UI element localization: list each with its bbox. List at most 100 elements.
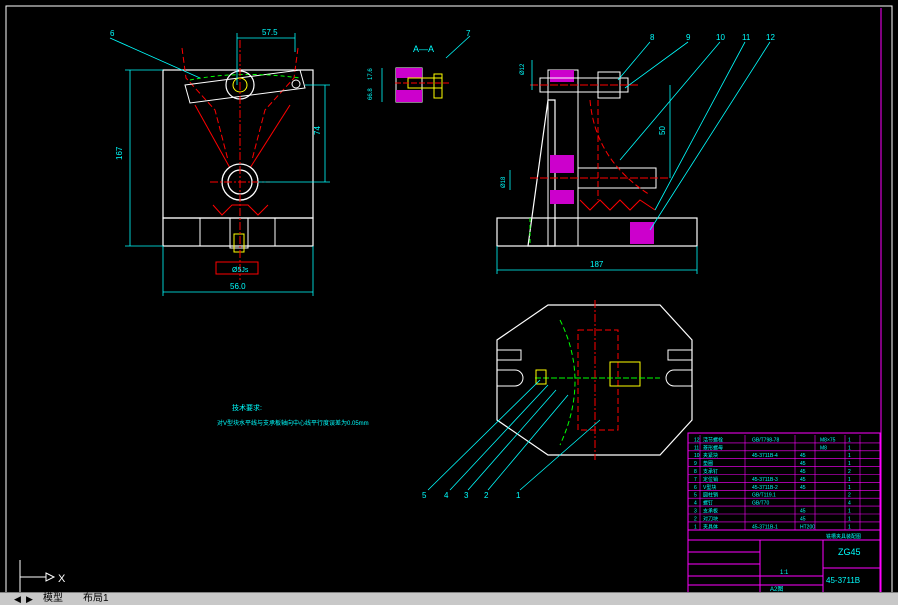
callout-4: 4 <box>444 491 449 500</box>
dim-right-height: 74 <box>313 126 322 135</box>
parts-cell-name: 支承钉 <box>703 468 718 475</box>
section-hatch-top <box>396 68 422 78</box>
v-arm-left <box>181 47 229 161</box>
section-hatch-bottom <box>396 90 422 102</box>
ucs-icon <box>19 560 56 592</box>
parts-cell-code: 45-3711B-1 <box>752 524 778 530</box>
parts-cell-code: 45-3711B-3 <box>752 477 778 483</box>
parts-cell-name: 菱形螺母 <box>703 444 723 451</box>
callout-10: 10 <box>716 33 725 42</box>
callout-9: 9 <box>686 33 691 42</box>
parts-cell-code: GB/T798-78 <box>752 437 779 443</box>
dim-side: 50 <box>658 126 667 135</box>
parts-cell-name: 活节螺栓 <box>703 436 723 443</box>
dim-base-width: 187 <box>590 260 604 269</box>
callout-6: 6 <box>110 29 115 38</box>
parts-cell-name: 定位销 <box>703 476 718 483</box>
section-label: A—A <box>413 44 434 54</box>
parts-cell-no: 2 <box>694 516 697 522</box>
front-dims <box>109 33 330 296</box>
parts-cell-code: 45-3711B-4 <box>752 453 778 459</box>
tab-nav-next-icon[interactable]: ▶ <box>26 594 33 604</box>
title-drawing-no: 45-3711B <box>826 576 860 585</box>
hatch-mid <box>550 155 574 173</box>
tech-title: 技术要求: <box>232 403 262 412</box>
side-base <box>496 217 698 247</box>
parts-cell-no: 11 <box>694 445 699 451</box>
parts-cell-mat: 45 <box>800 461 806 467</box>
parts-cell-no: 9 <box>694 461 697 467</box>
side-upright <box>527 99 556 247</box>
parts-cell-name: 圆柱销 <box>703 492 718 499</box>
v-arm-right <box>251 47 299 161</box>
parts-cell-no: 10 <box>694 453 700 459</box>
front-base <box>162 217 314 247</box>
dim-left-height: 167 <box>115 146 124 160</box>
side-view <box>496 69 698 247</box>
top-notch-r <box>667 349 693 361</box>
parts-cell-qty: 4 <box>848 501 851 507</box>
parts-cell-no: 4 <box>694 501 697 507</box>
center-key <box>229 217 249 249</box>
tab-model[interactable]: 模型 <box>43 593 63 604</box>
dim-bolt: Ø12 <box>520 63 526 75</box>
side-dims <box>496 41 771 274</box>
parts-cell-code: GB/T70 <box>752 501 769 507</box>
callout-12: 12 <box>766 33 775 42</box>
top-slot-l <box>497 369 524 387</box>
title-material: ZG45 <box>838 547 861 557</box>
callout-2: 2 <box>484 491 489 500</box>
dim-bore: Ø18 <box>501 176 507 188</box>
parts-cell-note: M8 <box>820 445 827 451</box>
parts-cell-qty: 1 <box>848 453 851 459</box>
parts-cell-mat: 45 <box>800 485 806 491</box>
parts-cell-qty: 1 <box>848 477 851 483</box>
top-arc <box>559 319 576 446</box>
parts-cell-name: 夹具体 <box>703 523 718 530</box>
parts-cell-code: GB/T119.1 <box>752 493 776 499</box>
callout-1: 1 <box>516 491 521 500</box>
clamp-arm-hidden <box>189 73 301 81</box>
parts-cell-mat: 45 <box>800 516 806 522</box>
dim-bottom-width: 56.0 <box>230 282 246 291</box>
parts-cell-note: M8×75 <box>820 437 836 443</box>
top-pin <box>535 369 547 385</box>
parts-cell-code: 45-3711B-2 <box>752 485 778 491</box>
bottom-stud <box>215 261 259 275</box>
parts-cell-mat: 45 <box>800 469 806 475</box>
parts-cell-no: 5 <box>694 493 697 499</box>
dim-top-width: 57.5 <box>262 28 278 37</box>
parts-cell-qty: 2 <box>848 469 851 475</box>
parts-cell-mat: 45 <box>800 453 806 459</box>
parts-cell-name: 支承板 <box>703 508 718 515</box>
top-notch-l <box>496 349 522 361</box>
parts-cell-no: 8 <box>694 469 697 475</box>
dim-small-b: 66.8 <box>368 88 374 100</box>
v-line-l <box>194 104 231 169</box>
tab-nav-prev-icon[interactable]: ◀ <box>14 594 21 604</box>
layout-tab-bar: ◀ ▶ 模型 布局1 <box>0 592 898 605</box>
parts-cell-no: 12 <box>694 437 700 443</box>
parts-cell-name: 对刀块 <box>703 515 718 522</box>
dim-slot: Ø5Js <box>232 267 249 274</box>
parts-cell-qty: 2 <box>848 493 851 499</box>
hatch-base <box>630 222 654 244</box>
parts-cell-mat: 45 <box>800 477 806 483</box>
key-slot <box>233 233 245 253</box>
side-teeth <box>579 199 656 211</box>
hatch-upper <box>550 70 574 82</box>
tab-layout1[interactable]: 布局1 <box>83 593 109 604</box>
top-clamp <box>609 361 641 387</box>
parts-cell-name: 螺钉 <box>703 500 713 507</box>
front-view <box>162 40 314 280</box>
parts-cell-no: 1 <box>694 524 697 530</box>
parts-cell-no: 3 <box>694 509 697 515</box>
tech-text: 对V型块水平线与支承板轴向中心线平行度误差为0.05mm <box>217 419 369 427</box>
parts-header: 铣槽夹具装配图 <box>826 533 861 540</box>
callout-3: 3 <box>464 491 469 500</box>
support-teeth <box>212 204 269 216</box>
parts-cell-qty: 1 <box>848 516 851 522</box>
parts-cell-name: 夹紧块 <box>703 452 718 459</box>
